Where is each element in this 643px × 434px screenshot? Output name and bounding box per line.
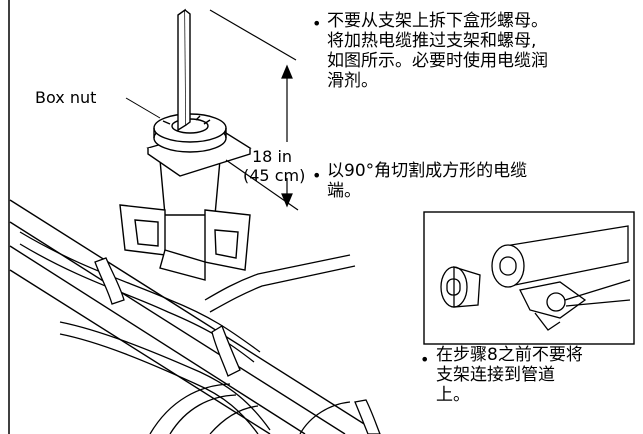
inset-cut-illustration bbox=[440, 225, 631, 331]
box-nut-leader bbox=[125, 97, 161, 119]
box-nut bbox=[153, 113, 227, 153]
instruction-3-line-2: 支架连接到管道 bbox=[436, 365, 555, 385]
instruction-2-line-1: 以90°角切割成方形的电缆 bbox=[327, 161, 528, 181]
spike bbox=[177, 8, 191, 132]
bullet-3: • bbox=[420, 350, 430, 369]
instruction-3-line-3: 上。 bbox=[436, 385, 470, 405]
bullet-2: • bbox=[312, 166, 322, 185]
bullet-1: • bbox=[312, 14, 322, 33]
main-pipe bbox=[9, 199, 381, 434]
instruction-1-line-4: 滑剂。 bbox=[327, 71, 378, 91]
bracket bbox=[119, 159, 251, 281]
dimension-cm-label: (45 cm) bbox=[243, 166, 306, 185]
box-nut-label: Box nut bbox=[35, 88, 97, 107]
instruction-2-line-2: 端。 bbox=[327, 181, 361, 201]
instruction-1-line-2: 将加热电缆推过支架和螺母, bbox=[327, 31, 537, 51]
dimension-marker bbox=[209, 9, 299, 211]
instruction-1-line-3: 如图所示。必要时使用电缆润 bbox=[327, 51, 548, 71]
dimension-inches-label: 18 in bbox=[252, 147, 293, 166]
heating-cable bbox=[19, 231, 356, 434]
cable-ties bbox=[94, 257, 381, 434]
instruction-3-line-1: 在步骤8之前不要将 bbox=[436, 345, 583, 365]
lower-pipe-elbows bbox=[149, 383, 351, 434]
instruction-1-line-1: 不要从支架上拆下盒形螺母。 bbox=[327, 11, 548, 31]
